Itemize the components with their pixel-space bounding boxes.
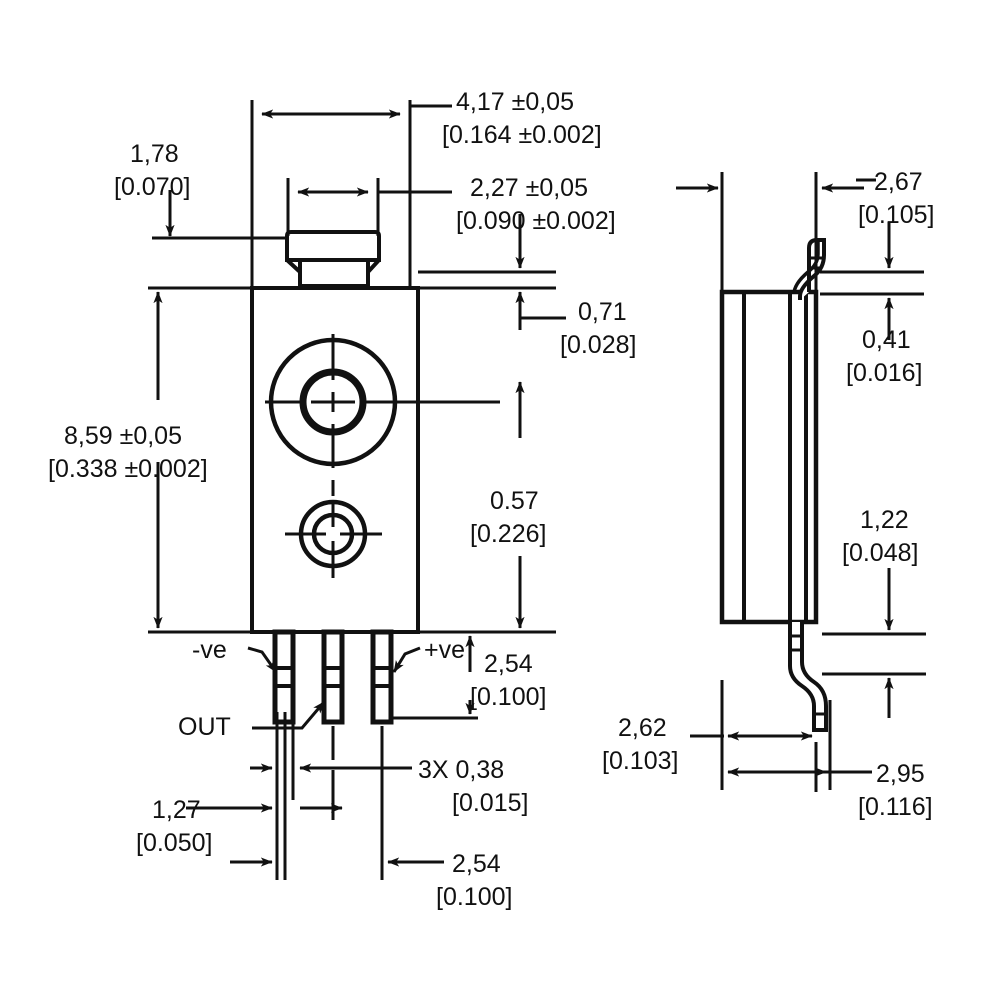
dim-body-depth-inch: [0.105] (858, 201, 934, 229)
dim-lead-offset-mm: 1,27 (152, 796, 201, 824)
dim-lead-thickness-inch: [0.015] (452, 789, 528, 817)
dim-bend-bottom-inch: [0.048] (842, 539, 918, 567)
dim-aperture-center-inch: [0.226] (470, 520, 546, 548)
primary-aperture-centermark (265, 334, 500, 496)
dim-lead-offset-inch: [0.050] (136, 829, 212, 857)
label-positive-lead: +ve (424, 636, 465, 664)
front-view (250, 230, 500, 730)
dim-lead-pitch-mm: 2,54 (452, 850, 501, 878)
dim-lug-height-inch: [0.070] (114, 173, 190, 201)
dim-overall-height-mm: 8,59 ±0,05 (64, 422, 182, 450)
side-view (719, 238, 828, 732)
dim-overall-width-mm: 4,17 ±0,05 (456, 88, 574, 116)
dimension-text-layer: 4,17 ±0,05 [0.164 ±0.002] 2,27 ±0,05 [0.… (48, 88, 934, 911)
label-out-lead: OUT (178, 713, 231, 741)
side-lead-bottom (788, 622, 828, 732)
dim-bend-top-mm: 0,41 (862, 326, 911, 354)
label-negative-lead: -ve (192, 636, 227, 664)
dim-step-height-inch: [0.028] (560, 331, 636, 359)
front-view-dimensions (148, 100, 566, 880)
leader-positive (392, 646, 421, 673)
dim-bend-top-inch: [0.016] (846, 359, 922, 387)
leader-negative (247, 646, 278, 673)
dim-step-height-mm: 0,71 (578, 298, 627, 326)
dim-lug-width-inch: [0.090 ±0.002] (456, 207, 616, 235)
dim-lead-length-mm: 2,54 (484, 650, 533, 678)
dim-foot-span-mm: 2,95 (876, 760, 925, 788)
front-leads (272, 629, 394, 725)
dim-lead-length-inch: [0.100] (470, 683, 546, 711)
top-lug (285, 230, 381, 288)
lead-callouts (247, 646, 421, 730)
dim-stand-off-mm: 2,62 (618, 714, 667, 742)
dim-bend-bottom-mm: 1,22 (860, 506, 909, 534)
dim-foot-span-inch: [0.116] (858, 793, 933, 821)
dim-overall-width-inch: [0.164 ±0.002] (442, 121, 602, 149)
dim-aperture-center-mm: 0.57 (490, 487, 539, 515)
dim-lead-pitch-inch: [0.100] (436, 883, 512, 911)
side-body-outline (719, 289, 819, 625)
dim-overall-height-inch: [0.338 ±0.002] (48, 455, 208, 483)
dim-lead-thickness-mm: 3X 0,38 (418, 756, 504, 784)
dim-body-depth-mm: 2,67 (874, 168, 923, 196)
dim-lug-height-mm: 1,78 (130, 140, 179, 168)
secondary-aperture-centermark (285, 504, 382, 578)
dim-lug-width-mm: 2,27 ±0,05 (470, 174, 588, 202)
side-view-dimensions (676, 172, 926, 792)
leader-out (252, 701, 326, 730)
dim-stand-off-inch: [0.103] (602, 747, 678, 775)
